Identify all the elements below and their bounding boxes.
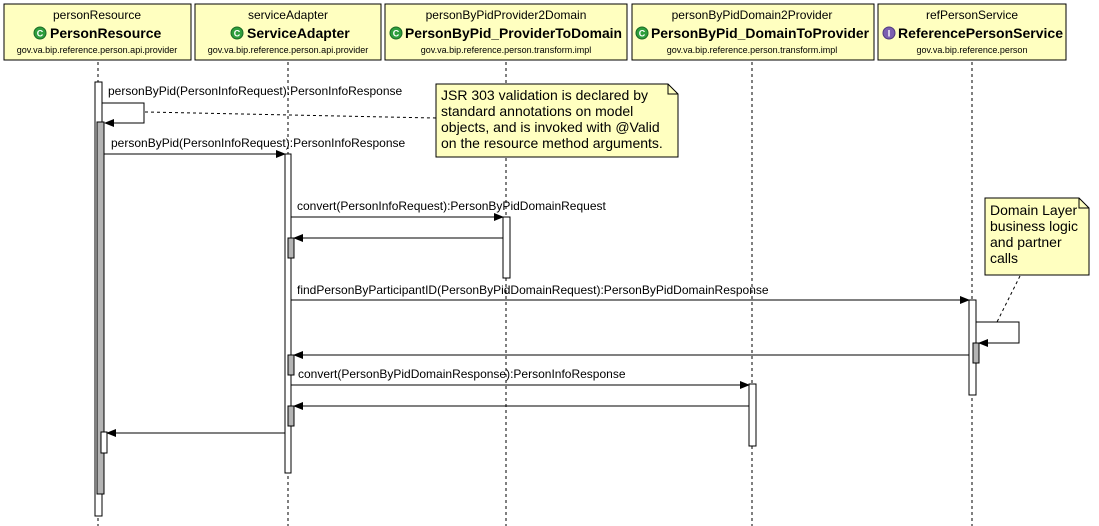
note-line: standard annotations on model [441, 103, 633, 119]
activation-bar [287, 405, 295, 427]
svg-text:C: C [234, 29, 241, 39]
activations [94, 81, 980, 517]
activation-bar [287, 354, 295, 376]
note-line: business logic [990, 218, 1078, 234]
interface-icon: I [882, 26, 896, 40]
participant-package: gov.va.bip.reference.person.transform.im… [421, 45, 591, 55]
activation-bar [287, 237, 295, 259]
participant-reference-person-service[interactable]: refPersonService I ReferencePersonServic… [877, 3, 1067, 61]
note-line: objects, and is invoked with @Valid [441, 119, 660, 135]
svg-text:C: C [393, 29, 400, 39]
message-arrow [976, 321, 1020, 347]
class-icon: C [389, 26, 403, 40]
class-icon: C [230, 26, 244, 40]
participant-class-name: PersonResource [50, 25, 161, 41]
participant-package: gov.va.bip.reference.person.transform.im… [667, 45, 837, 55]
participant-class-name: PersonByPid_ProviderToDomain [405, 25, 622, 41]
participant-package: gov.va.bip.reference.person.api.provider [208, 45, 368, 55]
participant-service-adapter[interactable]: serviceAdapter C ServiceAdapter gov.va.b… [194, 3, 382, 61]
activation-bar [502, 216, 511, 279]
class-icon: C [33, 26, 47, 40]
svg-text:I: I [888, 29, 891, 39]
message-label: convert(PersonByPidDomainResponse):Perso… [298, 367, 626, 381]
activation-bar [284, 153, 292, 474]
message-label: findPersonByParticipantID(PersonByPidDom… [297, 283, 769, 297]
participant-package: gov.va.bip.reference.person.api.provider [17, 45, 177, 55]
message-arrow [102, 102, 145, 127]
note-line: calls [990, 250, 1018, 266]
activation-bar [100, 431, 108, 454]
participant-role: personResource [53, 8, 141, 22]
svg-text:C: C [37, 29, 44, 39]
participant-package: gov.va.bip.reference.person [917, 45, 1028, 55]
participant-class-name: ServiceAdapter [247, 25, 350, 41]
note-line: JSR 303 validation is declared by [441, 87, 648, 103]
message-label: personByPid(PersonInfoRequest):PersonInf… [111, 136, 405, 150]
class-icon: C [635, 26, 649, 40]
participant-role: serviceAdapter [248, 8, 328, 22]
activation-bar [96, 121, 105, 495]
activation-bar [972, 342, 980, 364]
note-connector [144, 111, 437, 119]
note-line: Domain Layer [990, 202, 1077, 218]
note-jsr303-validation: JSR 303 validation is declared by standa… [144, 83, 679, 158]
message-label: personByPid(PersonInfoRequest):PersonInf… [108, 84, 402, 98]
messages: personByPid(PersonInfoRequest):PersonInf… [102, 84, 1020, 437]
participant-domain-to-provider[interactable]: personByPidDomain2Provider C PersonByPid… [631, 3, 875, 61]
participant-class-name: ReferencePersonService [898, 25, 1063, 41]
note-line: and partner [990, 234, 1062, 250]
participant-role: personByPidDomain2Provider [672, 8, 833, 22]
participant-person-resource[interactable]: personResource C PersonResource gov.va.b… [3, 3, 192, 61]
message-label: convert(PersonInfoRequest):PersonByPidDo… [297, 199, 606, 213]
note-line: on the resource method arguments. [441, 135, 663, 151]
participant-class-name: PersonByPid_DomainToProvider [651, 25, 870, 41]
svg-text:C: C [639, 29, 646, 39]
participant-provider-to-domain[interactable]: personByPidProvider2Domain C PersonByPid… [384, 3, 628, 61]
activation-bar [748, 383, 757, 447]
note-connector [996, 275, 1021, 323]
note-domain-layer: Domain Layer business logic and partner … [984, 197, 1090, 323]
participant-role: personByPidProvider2Domain [426, 8, 587, 22]
participant-role: refPersonService [926, 8, 1018, 22]
